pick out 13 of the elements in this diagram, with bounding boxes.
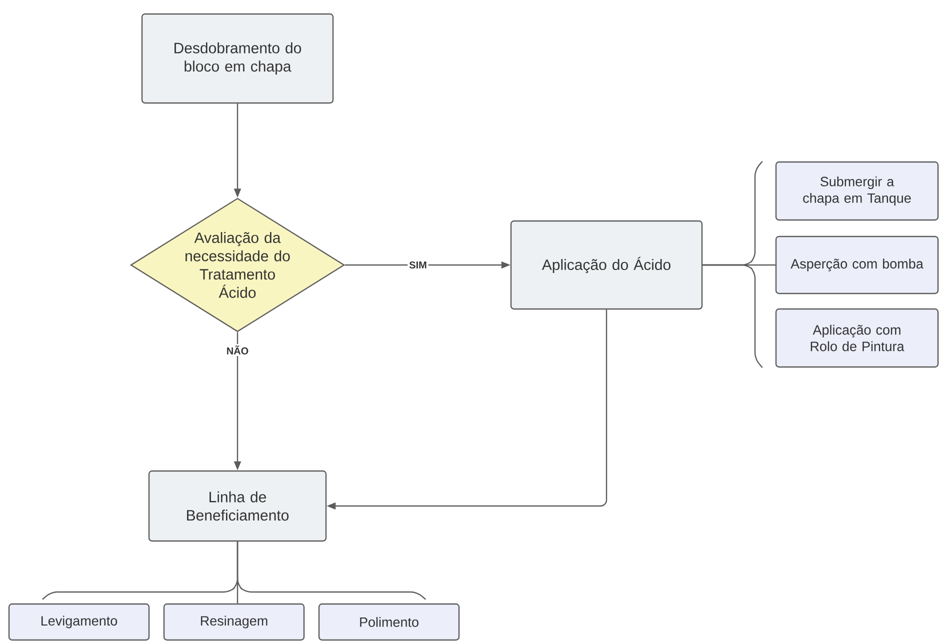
- process-box: Aplicação do Ácido: [510, 220, 703, 310]
- process-box: Desdobramento do bloco em chapa: [141, 13, 334, 104]
- edge-label: NÃO: [224, 344, 250, 356]
- step-box: Polimento: [318, 603, 460, 641]
- step-box: Submergir a chapa em Tanque: [775, 161, 939, 221]
- step-box: Aplicação com Rolo de Pintura: [775, 308, 939, 368]
- edge-label: SIM: [408, 260, 428, 270]
- step-box: Levigamento: [8, 603, 150, 641]
- bracket-line: [702, 264, 763, 368]
- step-box: Resinagem: [163, 603, 305, 641]
- step-box: Asperção com bomba: [775, 236, 939, 294]
- bracket-line: [236, 542, 426, 600]
- process-box: Linha de Beneficiamento: [148, 470, 327, 542]
